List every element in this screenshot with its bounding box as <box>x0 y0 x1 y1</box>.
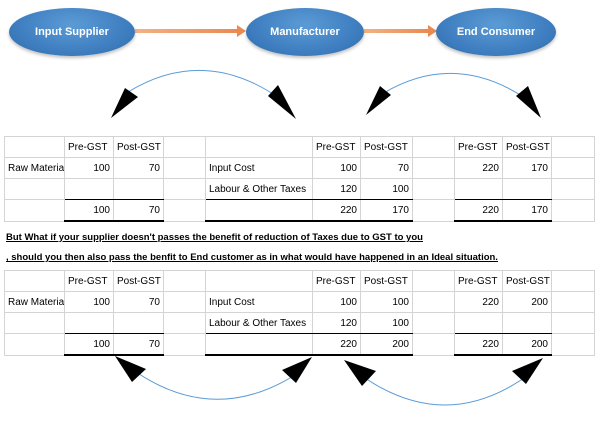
manufacturer-total-post: 170 <box>360 199 413 222</box>
consumer-pre-gst-header: Pre-GST <box>454 270 503 292</box>
consumer-total-pre: 220 <box>454 199 503 222</box>
supplier-total-pre: 100 <box>64 333 114 356</box>
cell-value: 120 <box>312 178 361 200</box>
row-label: Input Cost <box>205 291 313 313</box>
node-end-consumer: End Consumer <box>436 8 556 56</box>
manufacturer-post-gst-header: Post-GST <box>360 270 413 292</box>
cell-value: 120 <box>312 312 361 334</box>
cell-value: 100 <box>360 291 413 313</box>
consumer-total-post: 170 <box>502 199 552 222</box>
row-label: Input Cost <box>205 157 313 179</box>
manufacturer-total-pre: 220 <box>312 333 361 356</box>
cell-value: 220 <box>454 157 503 179</box>
connector-manufacturer-consumer <box>364 25 437 37</box>
cell-value: 200 <box>502 291 552 313</box>
table-row: Raw Material 100 70 Input Cost 100 100 2… <box>4 291 595 313</box>
cell-value: 220 <box>454 291 503 313</box>
note-question-continued: , should you then also pass the benfit t… <box>6 252 498 263</box>
curve-arrow-top-right <box>366 72 541 118</box>
manufacturer-total-pre: 220 <box>312 199 361 222</box>
consumer-total-pre: 220 <box>454 333 503 356</box>
table-row: Labour & Other Taxes 120 100 <box>4 178 595 200</box>
table-row: Raw Material 100 70 Input Cost 100 70 22… <box>4 157 595 179</box>
table-header-row: Pre-GST Post-GST Pre-GST Post-GST Pre-GS… <box>4 136 595 158</box>
supplier-total-post: 70 <box>113 333 164 356</box>
cell-value: 100 <box>64 291 114 313</box>
supplier-total-pre: 100 <box>64 199 114 222</box>
cell-value: 100 <box>360 312 413 334</box>
supplier-total-post: 70 <box>113 199 164 222</box>
row-label: Raw Material <box>4 291 65 313</box>
supplier-post-gst-header: Post-GST <box>113 270 164 292</box>
supplier-pre-gst-header: Pre-GST <box>64 136 114 158</box>
cost-table-ideal: Pre-GST Post-GST Pre-GST Post-GST Pre-GS… <box>4 136 595 222</box>
row-label: Labour & Other Taxes <box>205 312 313 334</box>
cell-value: 70 <box>113 157 164 179</box>
table-total-row: 100 70 220 170 220 170 <box>4 199 595 222</box>
manufacturer-total-post: 200 <box>360 333 413 356</box>
cell-value: 100 <box>64 157 114 179</box>
row-label: Raw Material <box>4 157 65 179</box>
cell-value: 100 <box>312 157 361 179</box>
curve-arrow-bottom-left <box>115 356 312 400</box>
curve-arrow-bottom-right <box>344 358 543 406</box>
cell-value: 100 <box>312 291 361 313</box>
consumer-pre-gst-header: Pre-GST <box>454 136 503 158</box>
table-header-row: Pre-GST Post-GST Pre-GST Post-GST Pre-GS… <box>4 270 595 292</box>
cell-value: 70 <box>113 291 164 313</box>
table-row: Labour & Other Taxes 120 100 <box>4 312 595 334</box>
note-question: But What if your supplier doesn't passes… <box>6 232 423 243</box>
table-total-row: 100 70 220 200 220 200 <box>4 333 595 356</box>
cell-value: 170 <box>502 157 552 179</box>
manufacturer-pre-gst-header: Pre-GST <box>312 270 361 292</box>
manufacturer-pre-gst-header: Pre-GST <box>312 136 361 158</box>
cell-value: 70 <box>360 157 413 179</box>
supplier-post-gst-header: Post-GST <box>113 136 164 158</box>
supplier-pre-gst-header: Pre-GST <box>64 270 114 292</box>
consumer-total-post: 200 <box>502 333 552 356</box>
curve-arrow-top-left <box>111 69 296 119</box>
consumer-post-gst-header: Post-GST <box>502 136 552 158</box>
cell-value: 100 <box>360 178 413 200</box>
cost-table-no-pass-through: Pre-GST Post-GST Pre-GST Post-GST Pre-GS… <box>4 270 595 356</box>
manufacturer-post-gst-header: Post-GST <box>360 136 413 158</box>
consumer-post-gst-header: Post-GST <box>502 270 552 292</box>
node-manufacturer: Manufacturer <box>246 8 364 56</box>
row-label: Labour & Other Taxes <box>205 178 313 200</box>
connector-supplier-manufacturer <box>135 25 246 37</box>
node-input-supplier: Input Supplier <box>9 8 135 56</box>
